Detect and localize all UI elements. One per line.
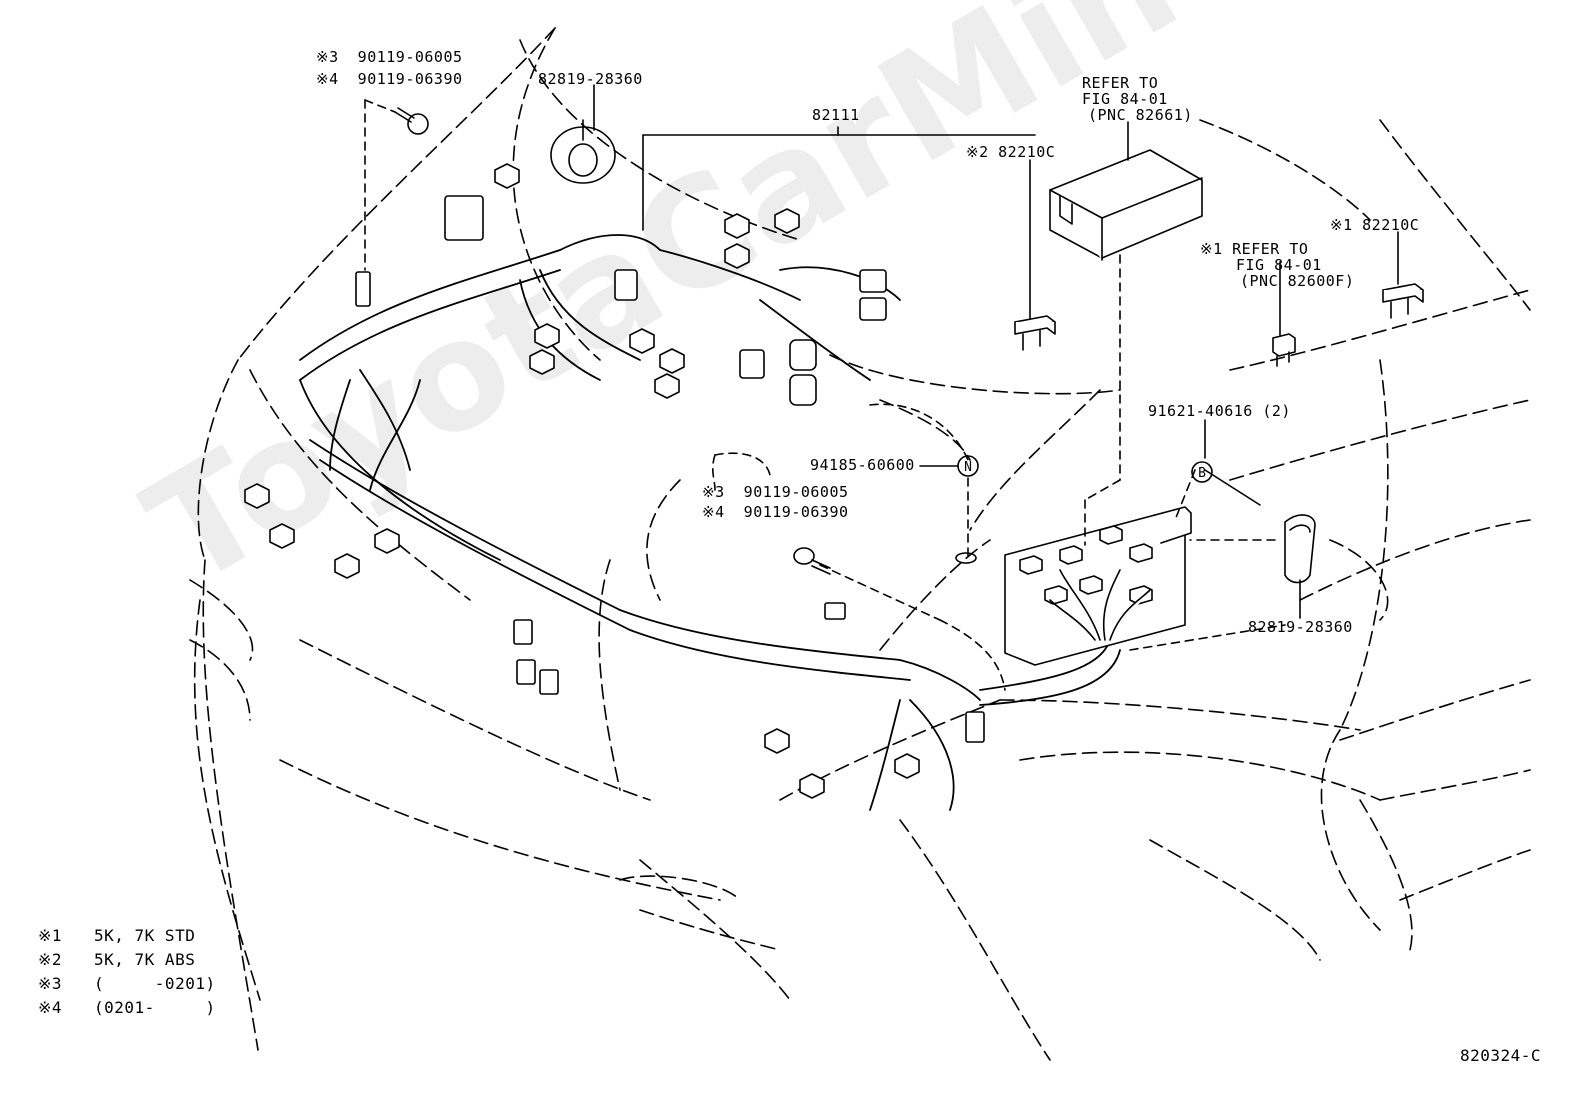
leader-lines — [593, 84, 1399, 619]
label-fuse-2: ※2 82210C — [966, 143, 1056, 161]
label-fuse-1-ref-1: ※1 REFER TO — [1200, 240, 1309, 258]
legend-text-3: ( -0201) — [94, 974, 216, 993]
label-bolt-top-left-3: ※3 90119-06005 — [316, 48, 463, 66]
legend-mark-2: ※2 — [38, 950, 63, 969]
label-grommet-right: 82819-28360 — [1248, 618, 1353, 636]
label-clip-n: 94185-60600 — [810, 456, 915, 474]
label-bolt-middle-4: ※4 90119-06390 — [702, 503, 849, 521]
label-relay-box-ref-1: REFER TO — [1082, 74, 1159, 92]
legend-mark-1: ※1 — [38, 926, 63, 945]
main-wiring-harness — [299, 234, 1121, 811]
fuse-drawings — [1014, 283, 1424, 367]
label-relay-box-ref-2: FIG 84-01 — [1082, 90, 1168, 108]
vehicle-body-outline — [189, 27, 1531, 1061]
circle-callout-n: N — [964, 460, 972, 475]
label-fuse-1: ※1 82210C — [1330, 216, 1420, 234]
legend-mark-4: ※4 — [38, 998, 63, 1017]
circle-callout-b: B — [1198, 466, 1206, 481]
legend-text-2: 5K, 7K ABS — [94, 950, 196, 969]
label-bolt-top-left-4: ※4 90119-06390 — [316, 70, 463, 88]
bolt-top-left-drawing — [394, 107, 429, 135]
circle-callout-n-shape — [957, 455, 979, 477]
legend-text-4: (0201- ) — [94, 998, 216, 1017]
harness-connectors — [244, 163, 985, 799]
label-relay-box-ref-3: (PNC 82661) — [1088, 106, 1193, 124]
label-fuse-1-ref-2: FIG 84-01 — [1236, 256, 1322, 274]
label-fuse-1-ref-3: (PNC 82600F) — [1240, 272, 1355, 290]
label-bolt-middle-3: ※3 90119-06005 — [702, 483, 849, 501]
label-clamp-b: 91621-40616 (2) — [1148, 402, 1291, 420]
bolt-middle-drawing — [793, 547, 831, 575]
dashed-leader-lines — [364, 99, 1286, 691]
label-grommet-top: 82819-28360 — [538, 70, 643, 88]
legend-text-1: 5K, 7K STD — [94, 926, 196, 945]
circle-callout-b-shape — [1191, 461, 1213, 483]
legend-mark-3: ※3 — [38, 974, 63, 993]
grommet-right-drawing — [1284, 514, 1316, 584]
relay-box-cover-drawing — [1049, 149, 1203, 261]
label-harness-82111: 82111 — [812, 106, 860, 124]
junction-block-drawing — [1004, 506, 1192, 666]
grommet-top-drawing — [550, 119, 616, 184]
figure-code: 820324-C — [1460, 1046, 1542, 1065]
